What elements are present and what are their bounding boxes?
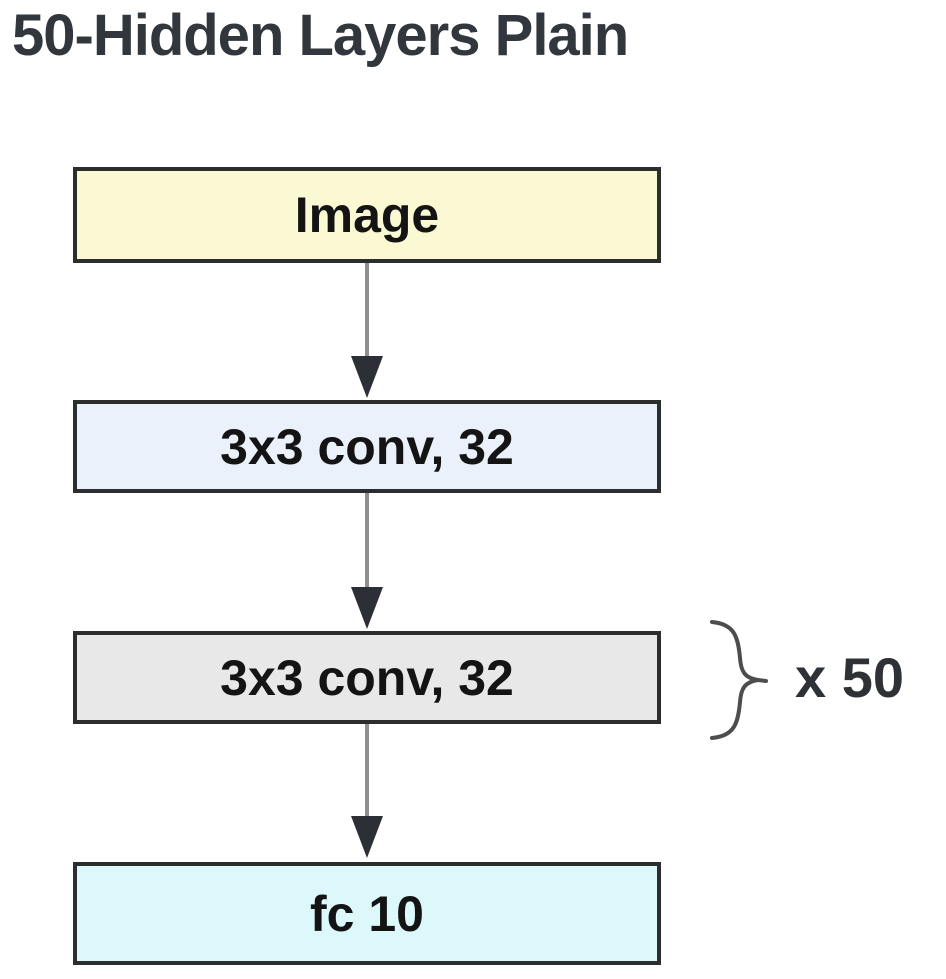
arrow-head-icon bbox=[351, 816, 383, 858]
arrow-conv2-to-fc bbox=[349, 724, 385, 858]
node-conv2: 3x3 conv, 32 bbox=[73, 631, 661, 724]
node-image: Image bbox=[73, 167, 661, 263]
node-conv1-label: 3x3 conv, 32 bbox=[220, 418, 514, 475]
node-fc-label: fc 10 bbox=[310, 885, 424, 942]
repeat-count-label: x 50 bbox=[795, 646, 904, 709]
node-fc: fc 10 bbox=[73, 862, 661, 965]
node-conv1: 3x3 conv, 32 bbox=[73, 400, 661, 493]
repeat-brace-icon bbox=[710, 620, 768, 740]
node-conv2-label: 3x3 conv, 32 bbox=[220, 649, 514, 706]
arrow-line bbox=[365, 493, 369, 587]
arrow-line bbox=[365, 263, 369, 356]
diagram-title: 50-Hidden Layers Plain bbox=[12, 3, 629, 68]
arrow-image-to-conv1 bbox=[349, 263, 385, 398]
arrow-line bbox=[365, 724, 369, 816]
arrow-head-icon bbox=[351, 587, 383, 629]
node-image-label: Image bbox=[294, 187, 440, 243]
arrow-conv1-to-conv2 bbox=[349, 493, 385, 629]
arrow-head-icon bbox=[351, 356, 383, 398]
